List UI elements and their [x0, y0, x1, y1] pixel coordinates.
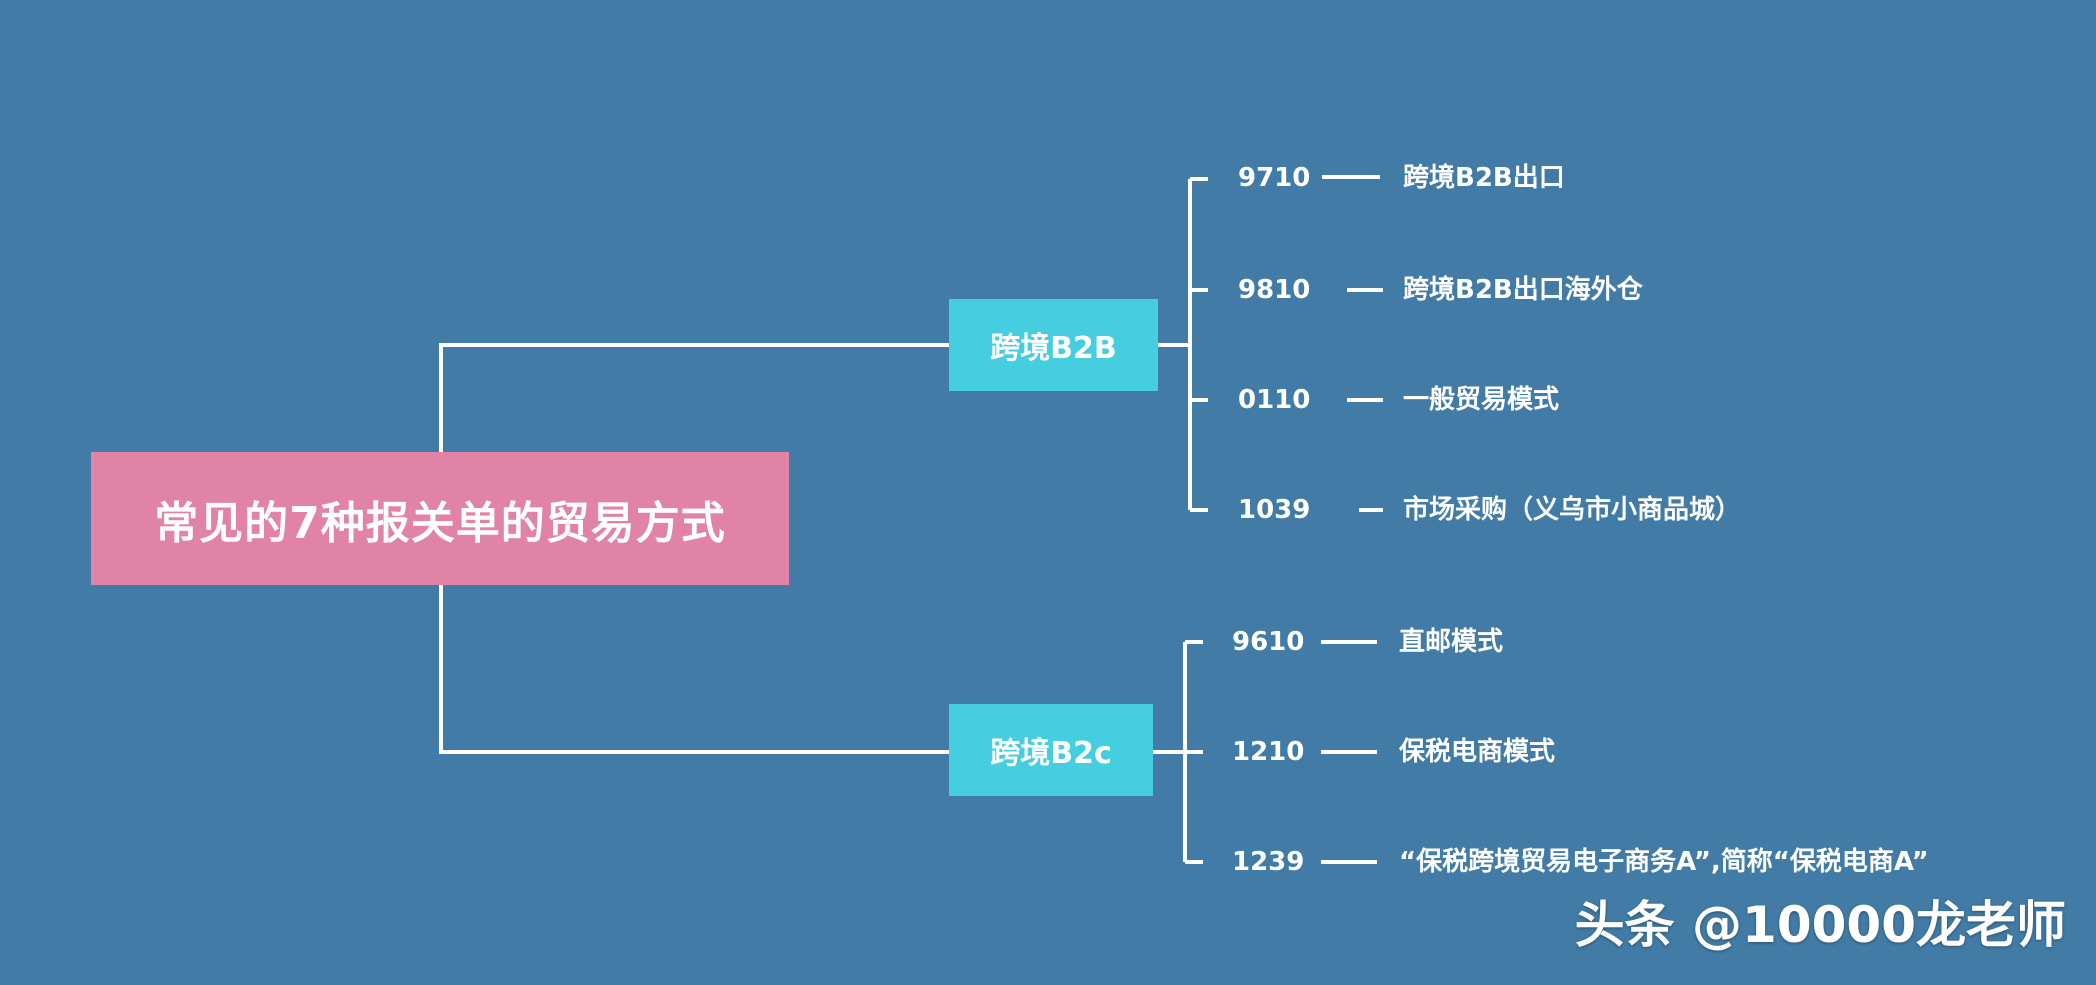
branch-node-b2c: 跨境B2c [949, 704, 1153, 796]
watermark: 头条 @10000龙老师 [1574, 896, 2066, 954]
leaf-b2b-2: 跨境B2B出口海外仓 [1403, 275, 1643, 305]
code-b2c-1: 9610 [1232, 627, 1305, 657]
leaf-b2c-2: 保税电商模式 [1399, 737, 1556, 767]
code-b2b-3: 0110 [1238, 385, 1311, 415]
code-b2c-2: 1210 [1232, 737, 1305, 767]
leaf-b2c-1: 直邮模式 [1399, 627, 1504, 657]
leaf-b2b-1: 跨境B2B出口 [1403, 163, 1565, 193]
leaf-b2c-3: “保税跨境贸易电子商务A”,简称“保税电商A” [1399, 847, 1929, 877]
code-b2c-3: 1239 [1232, 847, 1305, 877]
code-b2b-4: 1039 [1238, 495, 1311, 525]
code-b2b-2: 9810 [1238, 275, 1311, 305]
leaf-b2b-3: 一般贸易模式 [1403, 385, 1560, 415]
branch-node-b2b: 跨境B2B [949, 299, 1158, 391]
root-node: 常见的7种报关单的贸易方式 [91, 452, 789, 585]
connector-root-b2c [439, 585, 949, 754]
connector-root-b2b [439, 343, 949, 452]
leaf-b2b-4: 市场采购（义乌市小商品城） [1403, 495, 1742, 525]
code-b2b-1: 9710 [1238, 163, 1311, 193]
